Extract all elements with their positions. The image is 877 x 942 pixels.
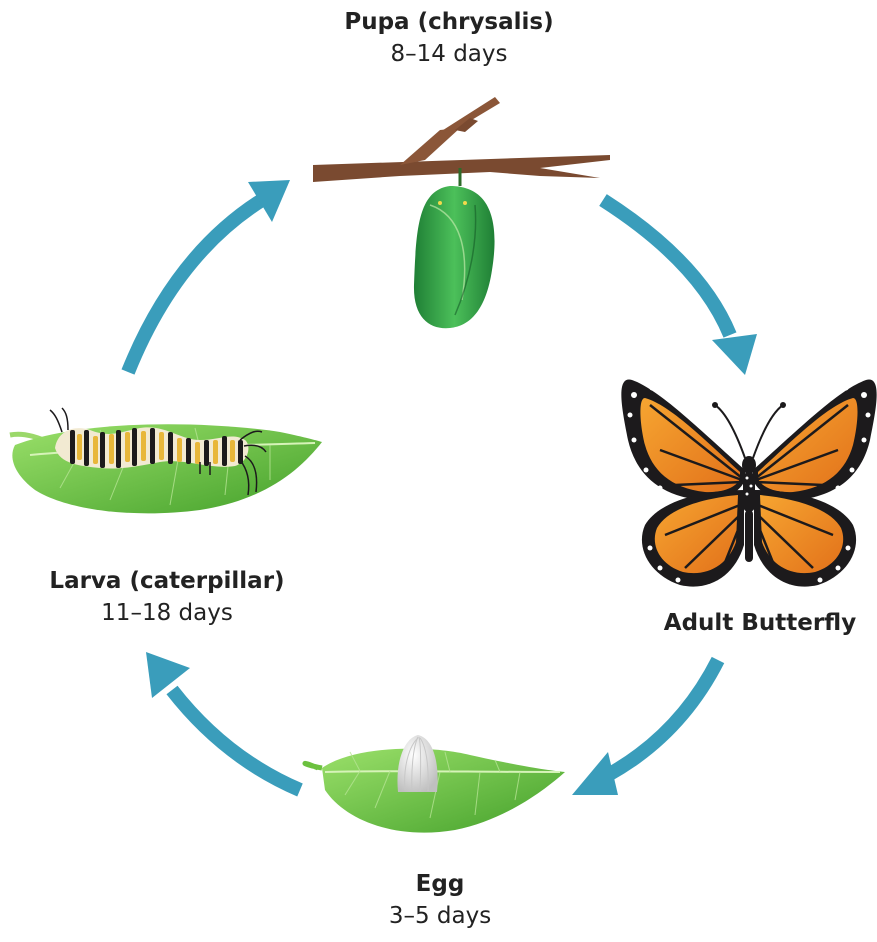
- monarch-butterfly-icon: [621, 380, 876, 587]
- chrysalis-on-branch-icon: [313, 97, 610, 328]
- stage-duration-pupa: 8–14 days: [339, 38, 559, 70]
- label-pupa: Pupa (chrysalis) 8–14 days: [339, 6, 559, 70]
- stage-name-adult: Adult Butterfly: [655, 607, 865, 639]
- arrow-larva-to-pupa-icon: [128, 180, 290, 372]
- stage-duration-larva: 11–18 days: [22, 597, 312, 629]
- arrow-egg-to-larva-icon: [146, 652, 300, 790]
- stage-name-larva: Larva (caterpillar): [22, 565, 312, 597]
- stage-duration-egg: 3–5 days: [340, 900, 540, 932]
- caterpillar-on-leaf-icon: [10, 408, 322, 513]
- stage-name-pupa: Pupa (chrysalis): [339, 6, 559, 38]
- egg-on-leaf-icon: [305, 735, 565, 833]
- label-adult: Adult Butterfly: [655, 607, 865, 639]
- arrow-pupa-to-adult-icon: [603, 200, 757, 375]
- arrow-adult-to-egg-icon: [572, 660, 718, 795]
- label-larva: Larva (caterpillar) 11–18 days: [22, 565, 312, 629]
- label-egg: Egg 3–5 days: [340, 868, 540, 932]
- stage-name-egg: Egg: [340, 868, 540, 900]
